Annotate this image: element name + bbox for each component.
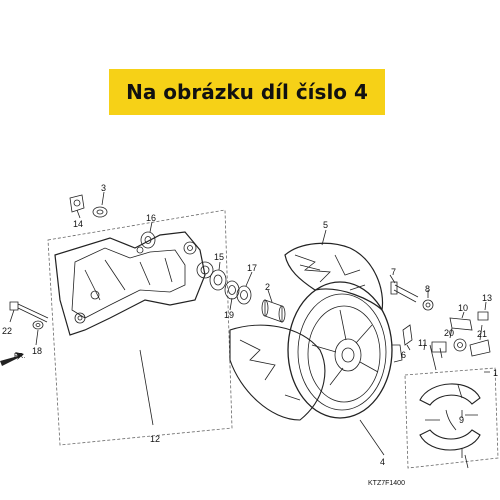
- title-text: Na obrázku díl číslo 4: [126, 80, 368, 104]
- label-1: 1: [493, 368, 498, 378]
- label-13: 13: [482, 293, 492, 303]
- label-10: 10: [458, 303, 468, 313]
- label-11: 11: [418, 338, 427, 348]
- label-17: 17: [247, 263, 257, 273]
- label-15: 15: [214, 252, 224, 262]
- label-20: 20: [444, 328, 454, 338]
- label-2: 2: [265, 282, 270, 292]
- label-14: 14: [73, 219, 83, 229]
- front-marker-text: FR.: [14, 353, 25, 360]
- label-22: 22: [2, 326, 12, 336]
- label-16: 16: [146, 213, 156, 223]
- label-19: 19: [224, 310, 234, 320]
- label-7: 7: [391, 267, 396, 277]
- label-8: 8: [425, 284, 430, 294]
- label-6: 6: [401, 350, 406, 360]
- label-3: 3: [101, 183, 106, 193]
- diagram-code: KTZ7F1400: [368, 480, 405, 487]
- label-18: 18: [32, 346, 42, 356]
- label-21: 21: [477, 329, 487, 339]
- label-4: 4: [380, 457, 385, 467]
- label-5: 5: [323, 220, 328, 230]
- label-12: 12: [150, 434, 160, 444]
- label-9: 9: [459, 415, 464, 425]
- title-banner: Na obrázku díl číslo 4: [109, 69, 385, 115]
